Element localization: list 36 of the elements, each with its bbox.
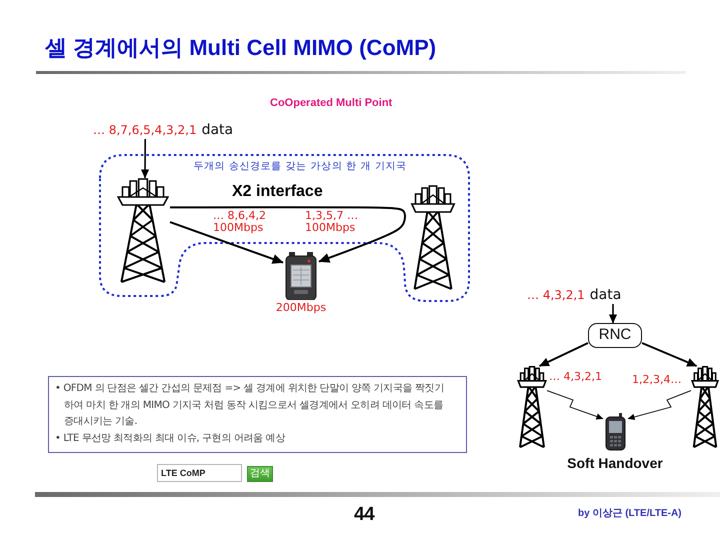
data-sequence: … 8,7,6,5,4,3,2,1 — [93, 123, 197, 137]
tower-drawing — [517, 366, 547, 448]
bullet-text: • LTE 무선망 최적화의 최대 이슈, 구현의 어려움 예상 — [55, 432, 286, 446]
arrow — [539, 342, 588, 367]
data-word: data — [590, 287, 622, 303]
caption-text: Soft Handover — [567, 455, 663, 471]
edge-label: X2 interface — [232, 183, 323, 201]
region-label: 두개의 송신경로를 갖는 가상의 한 개 기지국 — [193, 160, 407, 173]
bullet-text: • OFDM 의 단점은 셀간 간섭의 문제점 => 셀 경계에 위치한 단말이 양쪽 기지국을 짝짓기 하여 마치 한 개의 MIMO 기지국 처럼 동작 시킴으로서 셀경계에서 오히려 데이터 속도를 증대시키는 기술. — [55, 382, 445, 429]
rate-label: 1,3,5,7 … 100Mbps — [305, 210, 359, 234]
arrow — [170, 221, 284, 264]
search-field: LTE CoMP — [157, 464, 242, 482]
rounded-node: RNC — [588, 323, 642, 348]
arrow — [170, 206, 406, 263]
speed-label: 200Mbps — [276, 302, 326, 314]
tower-drawing — [116, 178, 170, 283]
data-word: data — [202, 122, 234, 138]
edge-label: … 8,6,4,2 100Mbps — [213, 210, 267, 234]
signal-arrow — [628, 390, 692, 420]
page-number: 44 — [354, 504, 374, 526]
search-button: 검색 — [247, 466, 273, 482]
data-sequence: … 4,3,2,1 — [527, 288, 585, 302]
subtitle: CoOperated Multi Point — [270, 97, 392, 109]
arrow — [141, 139, 150, 178]
handheld-device-drawing — [283, 252, 319, 300]
arrow — [642, 342, 698, 367]
tower-drawing — [691, 366, 719, 448]
edge-label: … 4,3,2,1 — [549, 371, 603, 383]
slide-title: 셀 경계에서의 Multi Cell MIMO (CoMP) — [45, 34, 436, 62]
mobile-phone-drawing — [603, 413, 628, 451]
tower-drawing — [410, 185, 456, 290]
edge-label: 1,2,3,4… — [632, 374, 682, 386]
author-credit: by 이상근 (LTE/LTE-A) — [578, 507, 682, 520]
signal-arrow — [546, 390, 604, 420]
text-panel — [48, 376, 467, 453]
arrow — [608, 304, 618, 324]
